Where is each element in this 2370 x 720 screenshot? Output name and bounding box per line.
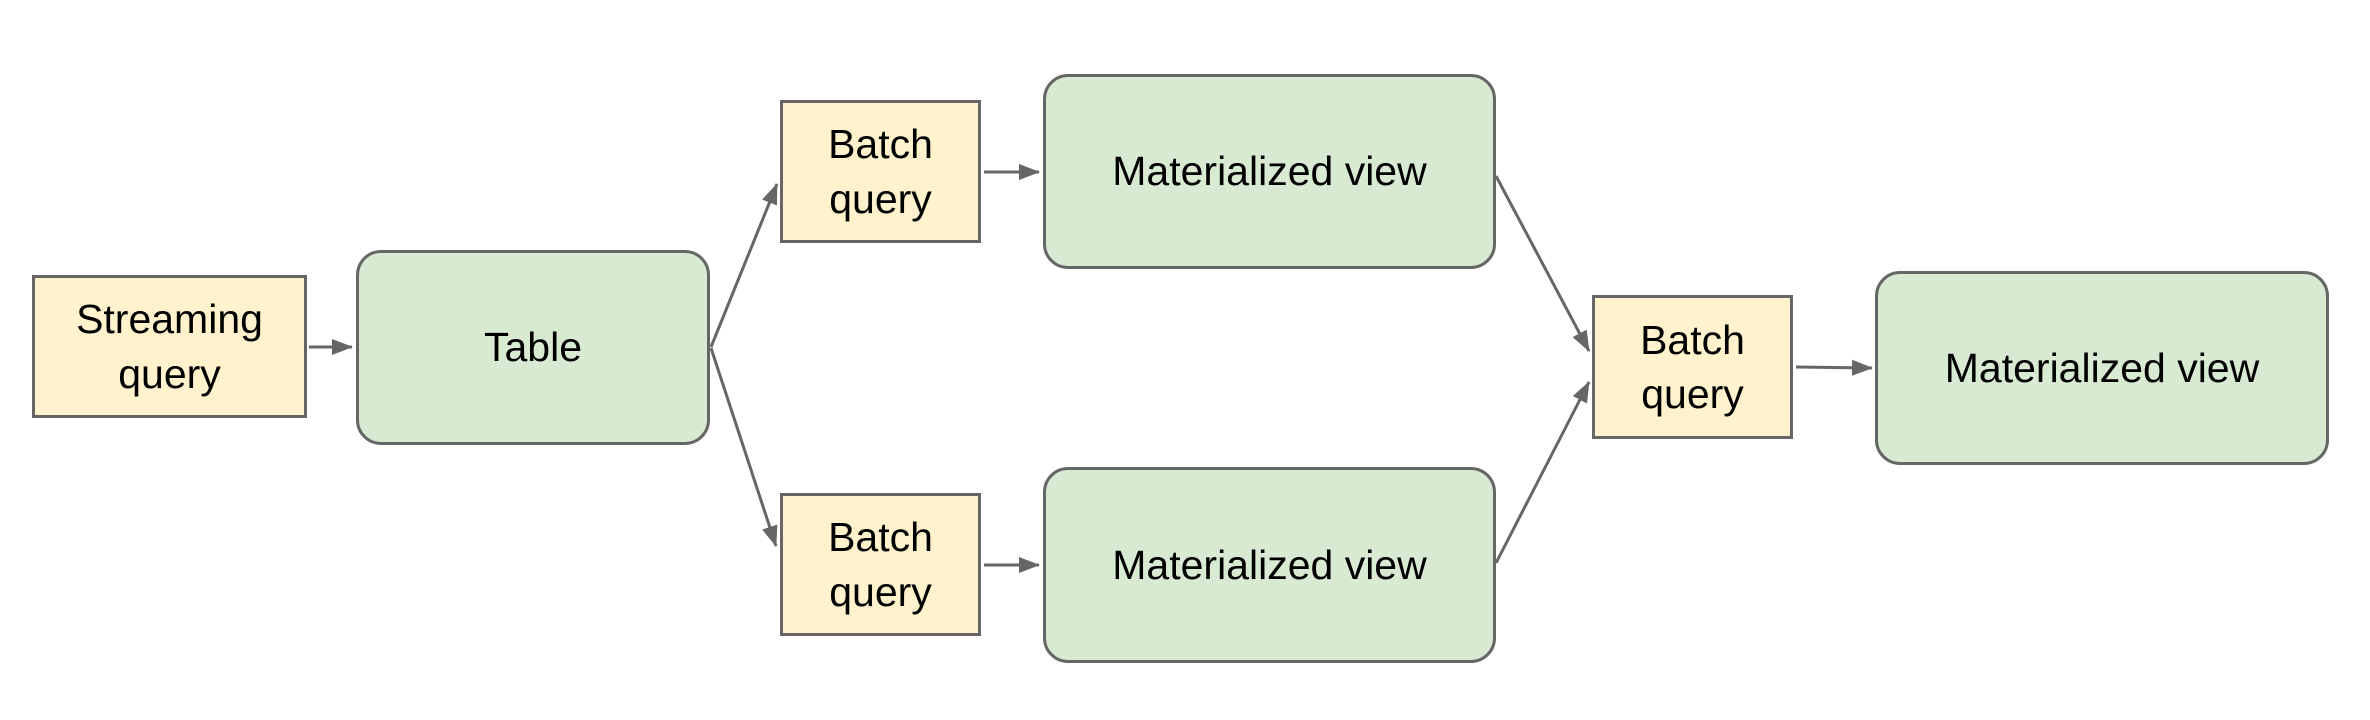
node-batch-query-right: Batch query: [1592, 295, 1793, 439]
node-table: Table: [356, 250, 710, 445]
node-batch-query-bottom: Batch query: [780, 493, 981, 636]
node-batch-query-top-label: Batch query: [828, 121, 933, 222]
edge-materialized_view_bottom-to-batch_query_right: [1494, 381, 1591, 564]
edge-materialized_view_top-to-batch_query_right: [1494, 175, 1591, 352]
node-streaming-query-label: Streaming query: [76, 296, 263, 397]
node-batch-query-right-label: Batch query: [1640, 316, 1745, 417]
node-materialized-view-bottom: Materialized view: [1043, 467, 1496, 663]
node-materialized-view-bottom-label: Materialized view: [1112, 541, 1427, 588]
edge-batch_query_right-to-materialized_view_right: [1795, 359, 1873, 376]
node-materialized-view-top-label: Materialized view: [1112, 148, 1427, 195]
node-batch-query-top: Batch query: [780, 100, 981, 243]
node-materialized-view-right-label: Materialized view: [1944, 344, 2260, 391]
node-table-label: Table: [483, 324, 582, 371]
node-streaming-query: Streaming query: [32, 275, 307, 418]
node-materialized-view-right: Materialized view: [1875, 271, 2329, 465]
node-batch-query-bottom-label: Batch query: [828, 514, 933, 615]
edge-table-to-batch_query_bottom: [709, 347, 778, 547]
node-materialized-view-top: Materialized view: [1043, 74, 1496, 269]
edge-table-to-batch_query_top: [709, 183, 779, 348]
